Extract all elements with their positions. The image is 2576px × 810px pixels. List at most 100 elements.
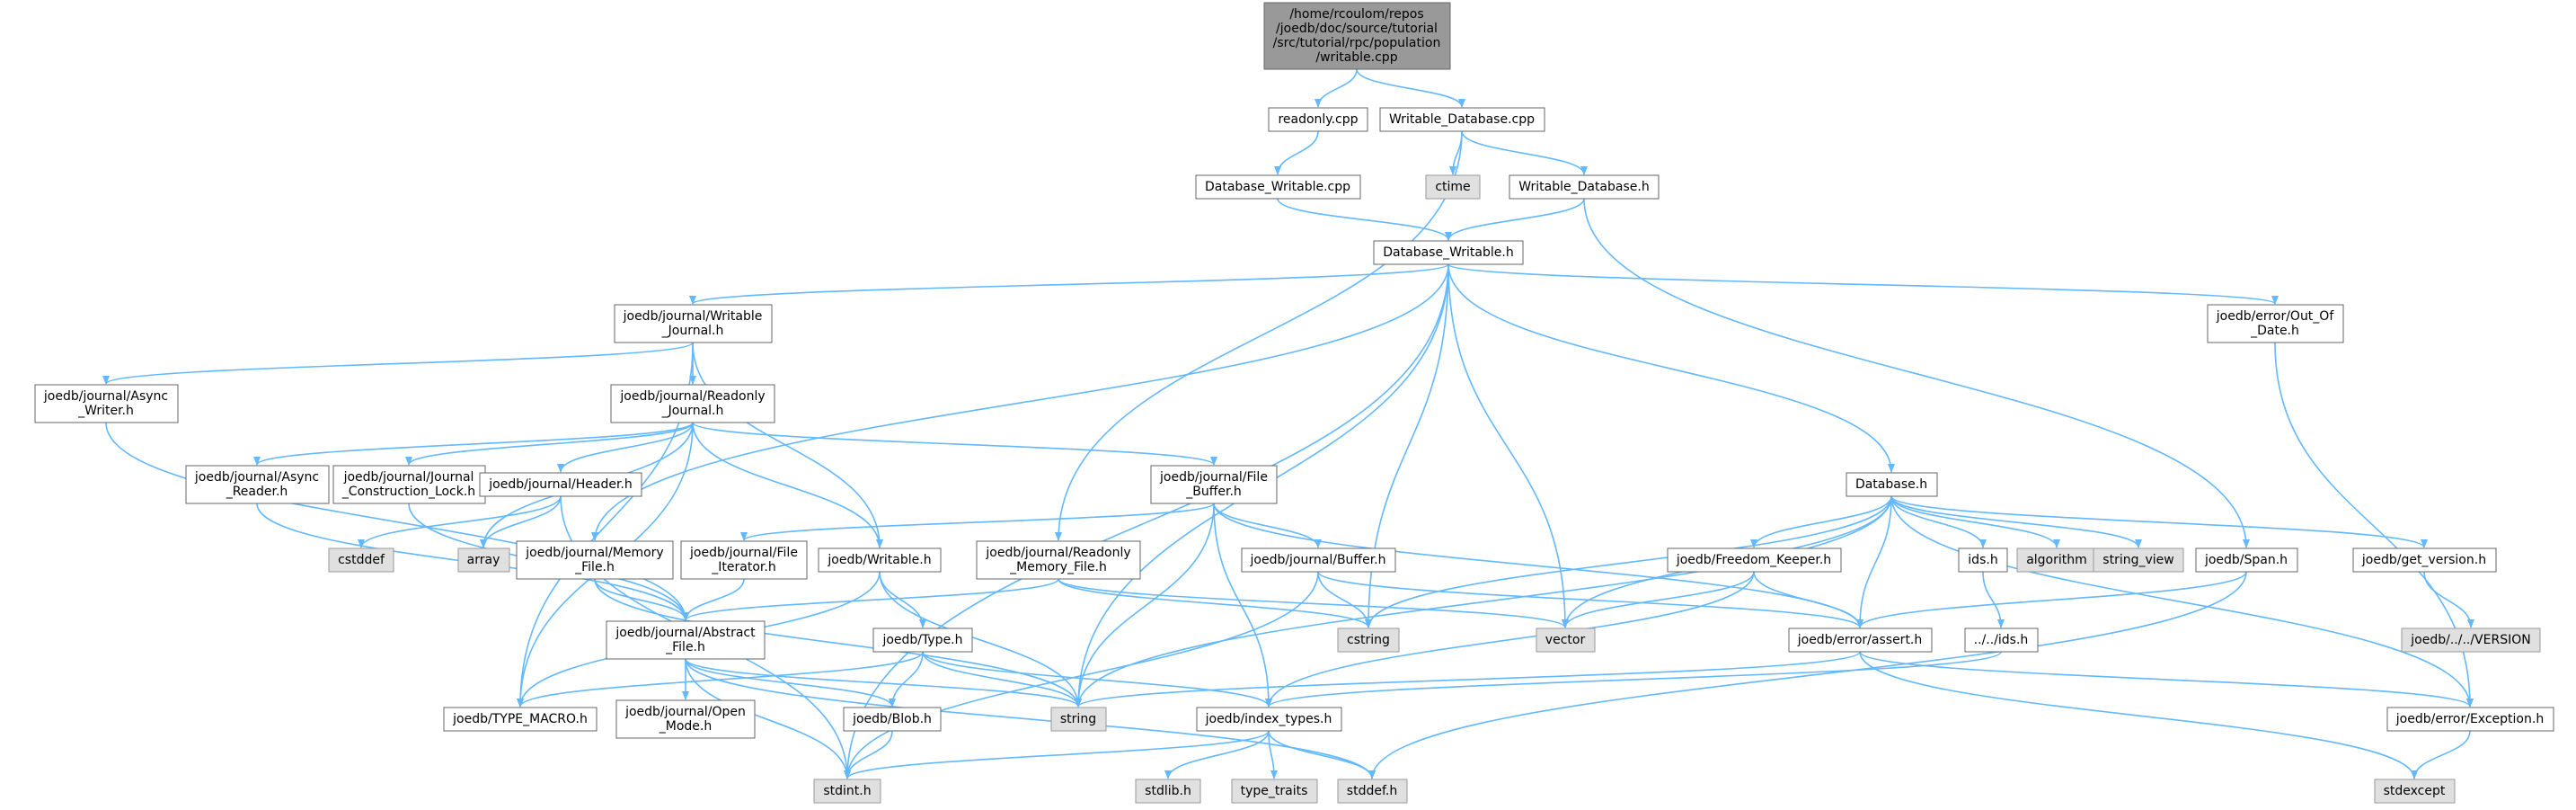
edge-abstract-file-h-to-blob-h (685, 658, 896, 708)
node-async-writer-h[interactable]: joedb/journal/Async_Writer.h (34, 384, 179, 423)
node-cstring[interactable]: cstring (1337, 628, 1400, 653)
edge-buffer-h-to-stdint-h (844, 571, 1319, 779)
node-ctime[interactable]: ctime (1425, 174, 1481, 200)
node-label: joedb/Writable.h (827, 553, 931, 567)
edge-type-h-to-blob-h (889, 651, 924, 708)
node-buffer-h[interactable]: joedb/journal/Buffer.h (1241, 547, 1396, 573)
node-box (34, 384, 179, 423)
node-label: _Journal.h (661, 324, 724, 338)
edge-index-types-h-to-stdlib-h (1164, 730, 1270, 779)
edge-async-writer-h-to-abstract-file-h (105, 422, 689, 621)
edge-blob-h-to-stdint-h (844, 730, 893, 779)
node-blob-h[interactable]: joedb/Blob.h (843, 707, 942, 732)
edge-database-h-to-ids-h (1890, 495, 1987, 548)
node-string-view[interactable]: string_view (2093, 547, 2184, 573)
node-writable-journal-h[interactable]: joedb/journal/Writable_Journal.h (614, 304, 773, 343)
edge-database-writable-h-to-cstring (1365, 263, 1449, 628)
node-cstddef[interactable]: cstddef (328, 547, 394, 573)
node-stdexcept[interactable]: stdexcept (2374, 779, 2456, 804)
node-readonly-memory-file-h[interactable]: joedb/journal/Readonly_Memory_File.h (976, 540, 1141, 580)
node-label: _Reader.h (226, 485, 288, 499)
node-get-version-h[interactable]: joedb/get_version.h (2352, 547, 2497, 573)
node-array[interactable]: array (457, 547, 510, 573)
node-label: joedb/journal/File (689, 546, 798, 560)
node-readonly-cpp[interactable]: readonly.cpp (1268, 107, 1368, 132)
node-label: joedb/error/Exception.h (2395, 712, 2544, 726)
node-database-writable-cpp[interactable]: Database_Writable.cpp (1195, 174, 1361, 200)
node-writable-database-h[interactable]: Writable_Database.h (1509, 174, 1660, 200)
node-ids-h[interactable]: ids.h (1958, 547, 2008, 573)
edge-type-h-to-index-types-h (922, 651, 1272, 708)
node-version[interactable]: joedb/../../VERSION (2401, 628, 2541, 653)
node-file-iterator-h[interactable]: joedb/journal/File_Iterator.h (680, 540, 808, 580)
node-database-h[interactable]: Database.h (1846, 472, 1938, 497)
edge-span-h-to-assert-h (1856, 571, 2247, 628)
node-label: joedb/journal/Readonly (619, 389, 765, 404)
node-algorithm[interactable]: algorithm (2016, 547, 2097, 573)
node-type-macro-h[interactable]: joedb/TYPE_MACRO.h (443, 707, 598, 732)
node-database-writable-h[interactable]: Database_Writable.h (1373, 240, 1524, 265)
edge-freedom-keeper-h-to-vector (1562, 571, 1755, 628)
edge-database-h-to-string-view (1890, 495, 2142, 548)
node-exception-h[interactable]: joedb/error/Exception.h (2386, 707, 2554, 732)
node-label: readonly.cpp (1278, 112, 1358, 127)
edge-database-writable-h-to-database-h (1447, 263, 1895, 473)
node-box (328, 547, 394, 573)
edge-freedom-keeper-h-to-assert-h (1753, 571, 1863, 628)
edge-file-buffer-h-to-index-types-h (1213, 503, 1272, 708)
node-stddef-h[interactable]: stddef.h (1337, 779, 1408, 804)
edge-writable-database-h-to-span-h (1583, 198, 2250, 548)
edge-buffer-h-to-cstring (1317, 571, 1372, 628)
node-type-traits[interactable]: type_traits (1231, 779, 1318, 804)
node-box (1667, 547, 1842, 573)
node-label: joedb/journal/Open (624, 705, 746, 719)
edge-header-h-to-cstddef (358, 495, 562, 548)
node-label: Writable_Database.cpp (1389, 112, 1535, 127)
node-label: Writable_Database.h (1518, 180, 1649, 194)
node-vector[interactable]: vector (1536, 628, 1596, 653)
node-label: joedb/journal/Buffer.h (1250, 553, 1386, 567)
node-out-of-date-h[interactable]: joedb/error/Out_Of_Date.h (2207, 304, 2344, 343)
edge-assert-h-to-stdexcept (1859, 651, 2418, 779)
node-index-types-h[interactable]: joedb/index_types.h (1196, 707, 1342, 732)
node-label: joedb/Freedom_Keeper.h (1676, 553, 1831, 567)
node-box (1509, 174, 1660, 200)
node-box (1135, 779, 1201, 804)
node-journal-construction-lock-h[interactable]: joedb/journal/Journal_Construction_Lock.… (332, 465, 486, 504)
node-label: Database.h (1855, 477, 1927, 492)
node-dotdot-ids-h[interactable]: ../../ids.h (1964, 628, 2039, 653)
node-stdlib-h[interactable]: stdlib.h (1135, 779, 1201, 804)
node-assert-h[interactable]: joedb/error/assert.h (1788, 628, 1933, 653)
node-writable-h[interactable]: joedb/Writable.h (818, 547, 942, 573)
node-label: array (467, 553, 500, 567)
node-box (1373, 240, 1524, 265)
node-box (1231, 779, 1318, 804)
node-root[interactable]: /home/rcoulom/repos/joedb/doc/source/tut… (1263, 2, 1451, 70)
node-string[interactable]: string (1050, 707, 1107, 732)
node-layer: /home/rcoulom/repos/joedb/doc/source/tut… (34, 2, 2554, 804)
node-label: joedb/journal/Readonly (985, 546, 1130, 560)
node-type-h[interactable]: joedb/Type.h (872, 628, 973, 653)
node-abstract-file-h[interactable]: joedb/journal/Abstract_File.h (606, 620, 766, 660)
node-readonly-journal-h[interactable]: joedb/journal/Readonly_Journal.h (610, 384, 775, 423)
edge-database-h-to-freedom-keeper-h (1750, 495, 1892, 548)
edge-database-h-to-string (1075, 495, 1892, 708)
node-freedom-keeper-h[interactable]: joedb/Freedom_Keeper.h (1667, 547, 1842, 573)
node-async-reader-h[interactable]: joedb/journal/Async_Reader.h (185, 465, 330, 504)
node-memory-file-h[interactable]: joedb/journal/Memory_File.h (516, 540, 674, 580)
node-label: /home/rcoulom/repos (1289, 7, 1423, 22)
node-span-h[interactable]: joedb/Span.h (2195, 547, 2298, 573)
edge-file-iterator-h-to-abstract-file-h (682, 578, 745, 621)
node-label: _Writer.h (77, 404, 134, 418)
node-label: ../../ids.h (1974, 633, 2029, 647)
edge-database-h-to-algorithm (1890, 495, 2060, 548)
node-label: joedb/journal/Journal (343, 470, 474, 485)
node-stdint-h[interactable]: stdint.h (813, 779, 881, 804)
node-box (1337, 779, 1408, 804)
node-writable-database-cpp[interactable]: Writable_Database.cpp (1379, 107, 1545, 132)
edge-type-h-to-string (922, 651, 1082, 708)
node-open-mode-h[interactable]: joedb/journal/Open_Mode.h (615, 699, 756, 739)
node-label: string_view (2102, 553, 2173, 567)
node-header-h[interactable]: joedb/journal/Header.h (479, 472, 642, 497)
node-file-buffer-h[interactable]: joedb/journal/File_Buffer.h (1150, 465, 1278, 504)
